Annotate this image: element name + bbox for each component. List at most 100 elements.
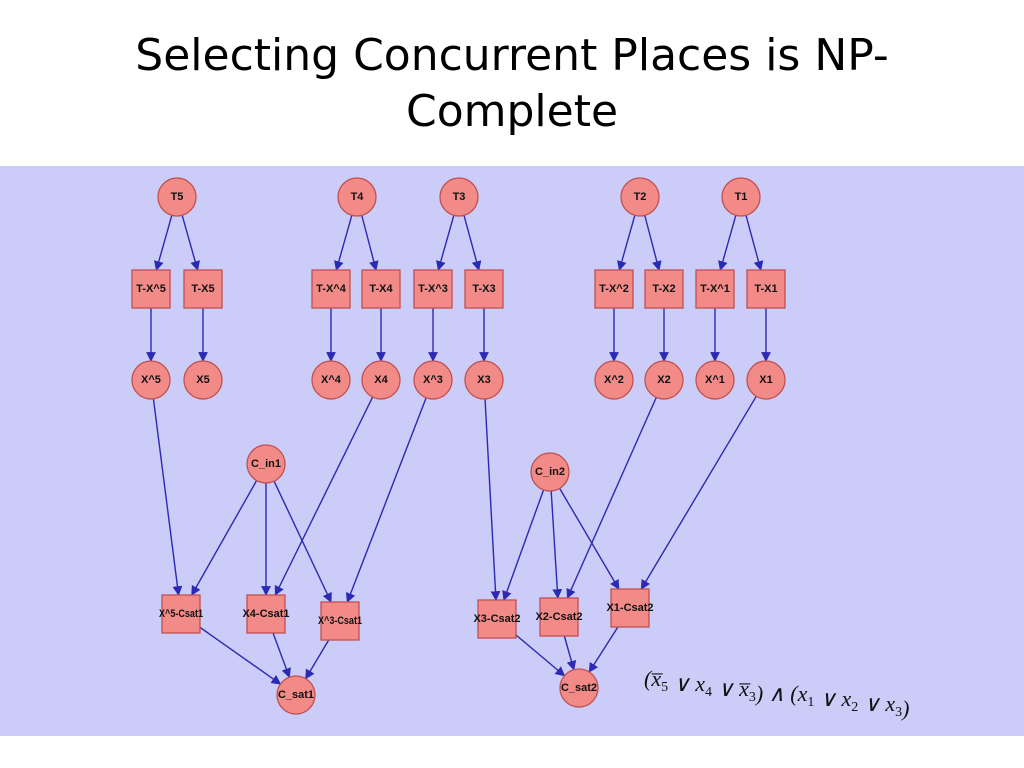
- edge-T3-to-TX3: [463, 215, 482, 271]
- place-circle: [276, 675, 316, 715]
- node-label: T-X4: [369, 283, 393, 295]
- edges-layer: [146, 215, 771, 685]
- edge-Xn3-to-Xn3C1: [345, 397, 427, 603]
- edge-X3-to-X3C2: [484, 398, 501, 601]
- edge-X2-to-X2C2: [566, 397, 657, 599]
- node-T4: T4: [337, 177, 377, 217]
- edge-T1-to-TX1: [745, 215, 764, 271]
- node-TXn3: T-X^3: [413, 269, 453, 309]
- node-label: T-X^2: [599, 283, 629, 295]
- node-Xn1: X^1: [695, 360, 735, 400]
- node-Cin1: C_in1: [246, 444, 286, 484]
- transition-square: [311, 269, 351, 309]
- node-label: T5: [171, 191, 184, 203]
- diagram-background: [0, 166, 1024, 736]
- transition-square: [131, 269, 171, 309]
- node-X2: X2: [644, 360, 684, 400]
- node-TX5: T-X5: [183, 269, 223, 309]
- node-TX4: T-X4: [361, 269, 401, 309]
- edge-Cin2-to-X1C2: [559, 488, 620, 590]
- transition-square: [161, 594, 201, 634]
- node-label: X4-Csat1: [242, 608, 289, 620]
- boolean-formula: (x̅5 ∨ x4 ∨ x̅3) ∧ (x1 ∨ x2 ∨ x3): [644, 666, 909, 721]
- node-label: T3: [453, 191, 466, 203]
- transition-square: [183, 269, 223, 309]
- slide-title: Selecting Concurrent Places is NP- Compl…: [0, 28, 1024, 140]
- node-Csat1: C_sat1: [276, 675, 316, 715]
- transition-square: [644, 269, 684, 309]
- place-circle: [721, 177, 761, 217]
- node-X1: X1: [746, 360, 786, 400]
- node-Cin2: C_in2: [530, 452, 570, 492]
- node-label: X^4: [321, 374, 342, 386]
- transition-square: [610, 588, 650, 628]
- node-T3: T3: [439, 177, 479, 217]
- place-circle: [620, 177, 660, 217]
- node-Xn3: X^3: [413, 360, 453, 400]
- node-X5: X5: [183, 360, 223, 400]
- node-label: T-X3: [472, 283, 495, 295]
- node-TX2: T-X2: [644, 269, 684, 309]
- node-label: T-X1: [754, 283, 777, 295]
- place-circle: [157, 177, 197, 217]
- node-TXn5: T-X^5: [131, 269, 171, 309]
- edge-X4-to-X4C1: [274, 396, 374, 596]
- edge-Xn5-to-Xn5C1: [152, 398, 183, 596]
- node-label: X4: [374, 374, 388, 386]
- node-label: T1: [735, 191, 748, 203]
- node-Xn3C1: X^3-Csat1: [318, 601, 362, 641]
- node-Csat2: C_sat2: [559, 668, 599, 708]
- node-label: C_in2: [535, 466, 565, 478]
- edge-T5-to-TX5: [181, 215, 200, 271]
- node-label: X5: [196, 374, 209, 386]
- node-label: X^2: [604, 374, 624, 386]
- place-circle: [464, 360, 504, 400]
- edge-Xn3C1-to-Csat1: [305, 639, 330, 680]
- edge-T4-to-TXn4: [334, 215, 353, 271]
- transition-square: [594, 269, 634, 309]
- transition-square: [413, 269, 453, 309]
- node-label: T-X2: [652, 283, 675, 295]
- transition-square: [477, 599, 517, 639]
- place-circle: [439, 177, 479, 217]
- node-label: X2: [657, 374, 670, 386]
- node-X3C2: X3-Csat2: [473, 599, 521, 639]
- edge-Cin1-to-Xn5C1: [191, 480, 258, 596]
- place-circle: [695, 360, 735, 400]
- node-Xn5: X^5: [131, 360, 171, 400]
- node-X4: X4: [361, 360, 401, 400]
- edge-X4C1-to-Csat1: [272, 632, 291, 679]
- node-label: T-X^4: [316, 283, 347, 295]
- node-TXn2: T-X^2: [594, 269, 634, 309]
- edge-Cin2-to-X2C2: [550, 490, 563, 599]
- place-circle: [183, 360, 223, 400]
- place-circle: [644, 360, 684, 400]
- node-Xn2: X^2: [594, 360, 634, 400]
- edge-X1C2-to-Csat2: [588, 626, 619, 673]
- transition-square: [320, 601, 360, 641]
- node-label: X^3-Csat1: [318, 615, 362, 627]
- node-Xn4: X^4: [311, 360, 351, 400]
- node-label: T-X^1: [700, 283, 730, 295]
- slide-title-line-2: Complete: [405, 86, 619, 137]
- edge-X3C2-to-Csat2: [515, 634, 566, 677]
- node-label: C_sat1: [278, 689, 314, 701]
- node-label: C_in1: [251, 458, 281, 470]
- place-circle: [311, 360, 351, 400]
- place-circle: [337, 177, 377, 217]
- edge-T2-to-TXn2: [617, 215, 636, 271]
- node-X3: X3: [464, 360, 504, 400]
- place-circle: [413, 360, 453, 400]
- node-label: X2-Csat2: [535, 611, 582, 623]
- node-label: T4: [351, 191, 365, 203]
- node-label: T-X5: [191, 283, 214, 295]
- node-Xn5C1: X^5-Csat1: [159, 594, 203, 634]
- node-label: X^3: [423, 374, 443, 386]
- node-TXn1: T-X^1: [695, 269, 735, 309]
- node-T5: T5: [157, 177, 197, 217]
- node-label: X^5: [141, 374, 161, 386]
- place-circle: [530, 452, 570, 492]
- place-circle: [746, 360, 786, 400]
- transition-square: [361, 269, 401, 309]
